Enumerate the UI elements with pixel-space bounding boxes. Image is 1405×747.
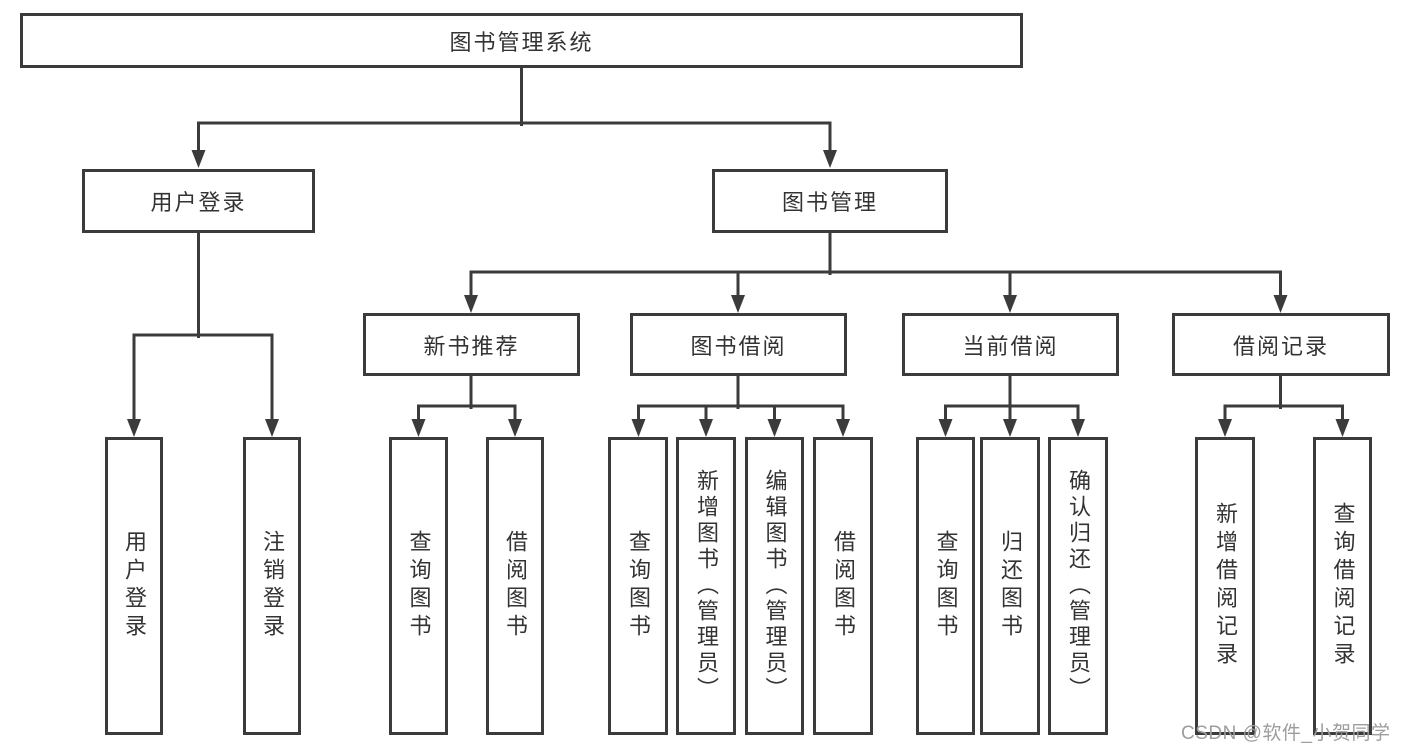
node-system-root: 图书管理系统 — [20, 13, 1023, 68]
leaf-confirm-return-admin: 确认归还（管理员） — [1048, 437, 1108, 735]
node-label: 图书管理系统 — [449, 29, 594, 55]
leaf-return-book: 归还图书 — [980, 437, 1040, 735]
node-label: 借阅记录 — [1232, 333, 1329, 359]
arrow-down-icon — [1071, 419, 1085, 437]
leaf-query-books-current: 查询图书 — [916, 437, 975, 735]
arrow-down-icon — [191, 150, 206, 168]
node-book-management: 图书管理 — [712, 169, 948, 233]
arrow-down-icon — [1003, 419, 1017, 437]
arrow-down-icon — [631, 419, 646, 437]
leaf-add-book-admin: 新增图书（管理员） — [676, 437, 736, 735]
leaf-add-borrow-record: 新增借阅记录 — [1195, 437, 1255, 735]
node-label: 确认归还（管理员） — [1066, 469, 1091, 703]
node-new-book-recommend: 新书推荐 — [363, 313, 580, 376]
node-label: 查询图书 — [933, 530, 959, 642]
arrow-down-icon — [1273, 295, 1288, 313]
arrow-down-icon — [699, 419, 713, 437]
arrow-down-icon — [1335, 419, 1350, 437]
leaf-query-books-borrow: 查询图书 — [608, 437, 668, 735]
node-book-borrow: 图书借阅 — [630, 313, 847, 376]
node-label: 注销登录 — [260, 530, 285, 642]
node-label: 借阅图书 — [503, 530, 528, 642]
leaf-borrow-books: 借阅图书 — [813, 437, 873, 735]
csdn-watermark: CSDN @软件_小贺同学 — [1181, 723, 1391, 744]
node-label: 归还图书 — [998, 530, 1023, 642]
node-label: 当前借阅 — [962, 333, 1059, 359]
arrow-down-icon — [767, 419, 782, 437]
node-current-borrow: 当前借阅 — [902, 313, 1119, 376]
node-label: 借阅图书 — [831, 530, 856, 642]
arrow-down-icon — [265, 419, 279, 437]
node-borrow-records: 借阅记录 — [1172, 313, 1390, 376]
arrow-down-icon — [508, 419, 522, 437]
arrow-down-icon — [938, 419, 953, 437]
leaf-edit-book-admin: 编辑图书（管理员） — [745, 437, 804, 735]
arrow-down-icon — [1218, 419, 1232, 437]
arrow-down-icon — [731, 295, 745, 313]
leaf-query-borrow-record: 查询借阅记录 — [1313, 437, 1372, 735]
node-label: 用户登录 — [150, 190, 247, 215]
node-label: 查询图书 — [406, 530, 432, 642]
arrow-down-icon — [836, 419, 850, 437]
node-label: 查询图书 — [626, 530, 651, 642]
node-label: 编辑图书（管理员） — [762, 469, 788, 703]
leaf-borrow-books-recommend: 借阅图书 — [486, 437, 544, 735]
node-label: 用户登录 — [122, 530, 147, 642]
leaf-logout: 注销登录 — [243, 437, 301, 735]
node-label: 新书推荐 — [423, 333, 520, 359]
node-label: 图书管理 — [781, 190, 878, 215]
leaf-user-login: 用户登录 — [105, 437, 163, 735]
node-user-login: 用户登录 — [82, 169, 315, 233]
node-label: 查询借阅记录 — [1330, 502, 1356, 670]
arrow-down-icon — [1003, 295, 1017, 313]
arrow-down-icon — [411, 419, 426, 437]
leaf-query-books-recommend: 查询图书 — [389, 437, 448, 735]
node-label: 新增借阅记录 — [1213, 502, 1238, 670]
node-label: 图书借阅 — [690, 333, 787, 359]
arrow-down-icon — [823, 150, 837, 168]
node-label: 新增图书（管理员） — [694, 469, 719, 703]
arrow-down-icon — [464, 295, 478, 313]
arrow-down-icon — [127, 419, 141, 437]
